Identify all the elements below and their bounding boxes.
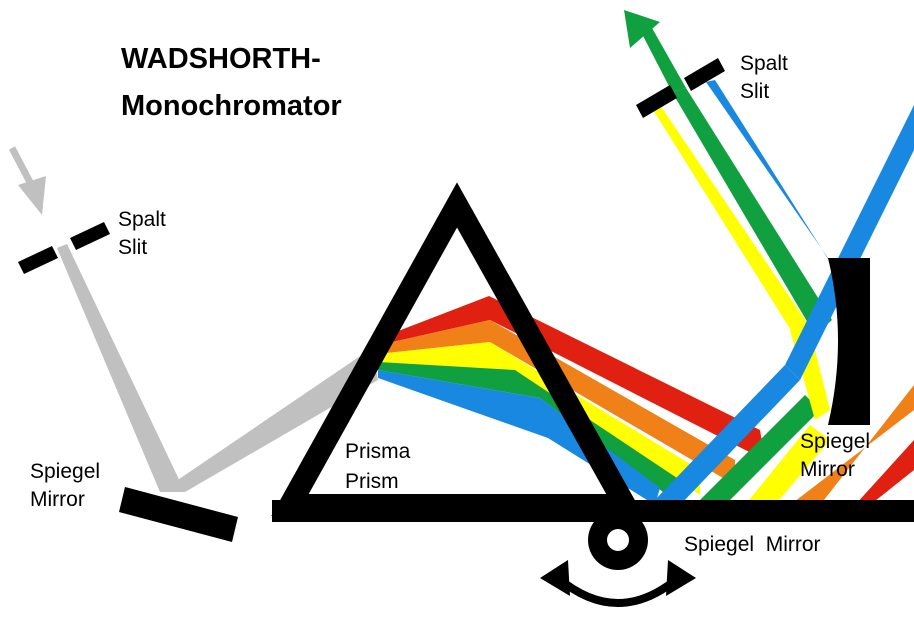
rotation-arrow-icon bbox=[540, 560, 696, 607]
collimated-gray-beam bbox=[57, 244, 378, 492]
entrance-slit bbox=[18, 222, 110, 274]
entrance-slit-label-de: Spalt bbox=[118, 208, 166, 231]
exit-slit-label-de: Spalt bbox=[740, 52, 788, 75]
curved-mirror bbox=[828, 258, 870, 425]
collimator-mirror bbox=[119, 487, 238, 542]
flat-mirror-label: Spiegel Mirror bbox=[684, 533, 821, 556]
collimator-mirror-label-de: Spiegel bbox=[30, 460, 100, 483]
incident-light-arrow bbox=[8, 146, 46, 215]
exit-arrow-head bbox=[624, 10, 660, 48]
rotation-mount bbox=[588, 510, 648, 570]
exit-slit-label-en: Slit bbox=[740, 80, 769, 103]
flat-mirror bbox=[272, 500, 914, 522]
exit-slit bbox=[636, 58, 725, 118]
title-line-2: Monochromator bbox=[121, 90, 342, 122]
prism-label-de: Prisma bbox=[345, 440, 411, 463]
curved-mirror-label-en: Mirror bbox=[800, 458, 855, 481]
collimator-mirror-label-en: Mirror bbox=[30, 488, 85, 511]
curved-mirror-label-de: Spiegel bbox=[800, 430, 870, 453]
entrance-slit-label-en: Slit bbox=[118, 236, 147, 259]
title-line-1: WADSHORTH- bbox=[121, 43, 321, 75]
prism-label-en: Prism bbox=[345, 470, 399, 493]
